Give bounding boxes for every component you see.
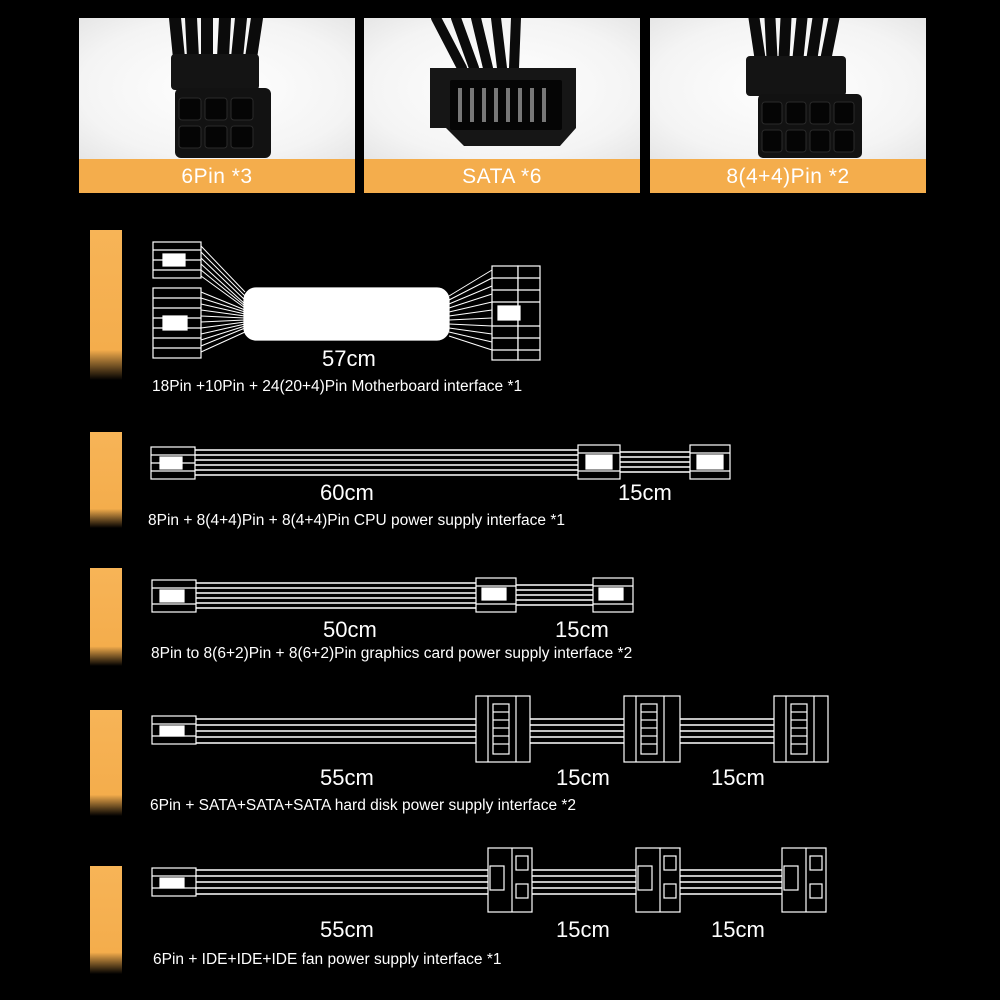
ide-connector-3 bbox=[781, 847, 827, 913]
connector-photo-sata bbox=[364, 18, 640, 159]
cable-length-label: 15cm bbox=[555, 617, 609, 642]
motherboard-cable-diagram bbox=[152, 241, 541, 361]
cable-length-label: 15cm bbox=[556, 765, 610, 790]
gpu-cable-diagram bbox=[151, 577, 634, 613]
ide-cable-diagram bbox=[151, 847, 827, 913]
cable-length-label: 55cm bbox=[320, 917, 374, 942]
sata-connector-2 bbox=[623, 695, 681, 763]
cpu-cable-diagram bbox=[150, 444, 731, 480]
cable-length-label: 55cm bbox=[320, 765, 374, 790]
cable-length-label: 15cm bbox=[618, 480, 672, 505]
cable-length-label: 50cm bbox=[323, 617, 377, 642]
connector-card-6pin: 6Pin *3 bbox=[79, 18, 355, 193]
cable-description: 18Pin +10Pin + 24(20+4)Pin Motherboard i… bbox=[152, 378, 523, 395]
cable-description: 8Pin to 8(6+2)Pin + 8(6+2)Pin graphics c… bbox=[151, 645, 633, 662]
section-tab bbox=[90, 710, 122, 816]
6pin-connector-icon bbox=[169, 18, 271, 158]
cable-description: 6Pin + IDE+IDE+IDE fan power supply inte… bbox=[153, 951, 502, 968]
sata-cable-diagram bbox=[151, 695, 829, 763]
connector-photo-8pin bbox=[650, 18, 926, 159]
ide-connector-1 bbox=[487, 847, 533, 913]
cable-description: 6Pin + SATA+SATA+SATA hard disk power su… bbox=[150, 797, 577, 814]
section-tab bbox=[90, 230, 122, 380]
connector-caption: 6Pin *3 bbox=[79, 159, 355, 193]
sata-connector-icon bbox=[430, 18, 576, 146]
connector-caption: SATA *6 bbox=[364, 159, 640, 193]
section-tab bbox=[90, 432, 122, 528]
connector-card-8pin: 8(4+4)Pin *2 bbox=[650, 18, 926, 193]
cable-length-label: 15cm bbox=[556, 917, 610, 942]
section-tab bbox=[90, 866, 122, 974]
connector-card-sata: SATA *6 bbox=[364, 18, 640, 193]
cable-length-label: 57cm bbox=[322, 346, 376, 371]
cable-description: 8Pin + 8(4+4)Pin + 8(4+4)Pin CPU power s… bbox=[148, 512, 566, 529]
8pin-connector-icon bbox=[746, 18, 862, 158]
connector-caption: 8(4+4)Pin *2 bbox=[650, 159, 926, 193]
connector-photo-6pin bbox=[79, 18, 355, 159]
cable-length-label: 60cm bbox=[320, 480, 374, 505]
cable-length-label: 15cm bbox=[711, 765, 765, 790]
cable-length-label: 15cm bbox=[711, 917, 765, 942]
sata-connector-1 bbox=[475, 695, 531, 763]
section-tab bbox=[90, 568, 122, 666]
sata-connector-3 bbox=[773, 695, 829, 763]
ide-connector-2 bbox=[635, 847, 681, 913]
